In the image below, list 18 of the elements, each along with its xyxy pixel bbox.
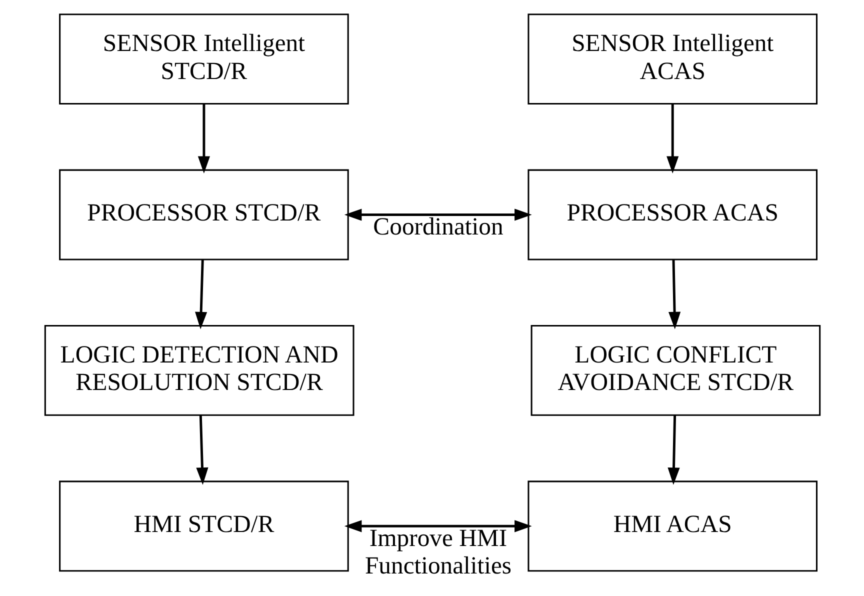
- node-box: PROCESSOR ACAS: [527, 169, 818, 260]
- arrow: [667, 415, 680, 485]
- arrow: [668, 260, 680, 330]
- node-box: HMI ACAS: [527, 480, 818, 572]
- node-box: LOGIC DETECTION AND RESOLUTION STCD/R: [44, 324, 354, 416]
- node-box: SENSOR Intelligent ACAS: [527, 14, 818, 105]
- arrow: [666, 104, 678, 174]
- node-box: LOGIC CONFLICT AVOIDANCE STCD/R: [530, 324, 820, 416]
- node-box: HMI STCD/R: [58, 480, 348, 572]
- arrow: [344, 520, 532, 532]
- node-box: SENSOR Intelligent STCD/R: [58, 14, 348, 105]
- arrow: [344, 208, 532, 221]
- arrow: [194, 260, 207, 330]
- edge-label: Coordination: [372, 213, 503, 240]
- arrow: [196, 415, 208, 485]
- arrow: [197, 104, 210, 174]
- node-box: PROCESSOR STCD/R: [58, 169, 348, 260]
- edge-label: Improve HMI Functionalities: [364, 524, 512, 580]
